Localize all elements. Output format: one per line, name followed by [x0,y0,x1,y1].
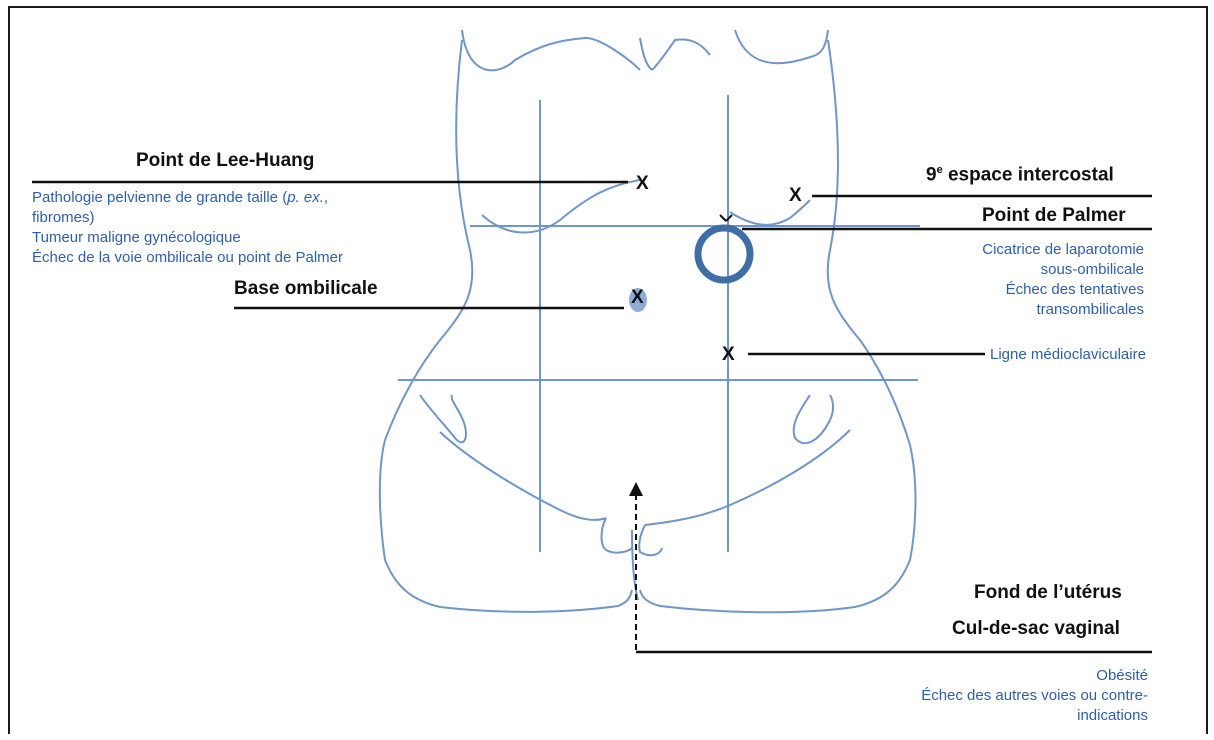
lee-huang-line-1-text: Pathologie pelvienne de grande taille ( [32,189,287,206]
right-shoulder-outline [735,30,828,63]
medioclav-x-marker: X [722,344,735,366]
palmer-line-4: transombilicales [982,300,1144,320]
palmer-point-ring [698,228,750,280]
intercostal-text: espace intercostal [943,164,1114,185]
arrow-head [629,482,643,496]
fond-uterus-label: Fond de l’utérus [974,582,1122,604]
cul-de-sac-label: Cul-de-sac vaginal [952,618,1120,640]
lee-huang-line-1-tail: , [324,189,328,206]
vaginal-line-2: Échec des autres voies ou contre- [921,686,1148,706]
torso-outline [380,30,920,612]
neck-right-outline [652,40,710,70]
lee-huang-line-1: Pathologie pelvienne de grande taille (p… [32,188,343,208]
lee-huang-line-2: fibromes) [32,208,343,228]
neck-left-outline [640,38,652,70]
right-torso-outline [640,40,915,612]
intercostal-label: 9e espace intercostal [926,164,1114,186]
lee-huang-label: Point de Lee-Huang [136,150,314,172]
lee-huang-line-3: Tumeur maligne gynécologique [32,228,343,248]
left-torso-outline [380,40,632,612]
palmer-line-2: sous-ombilicale [982,260,1144,280]
palmer-label: Point de Palmer [982,205,1126,227]
lee-huang-x-marker: X [636,173,649,195]
left-groin-line [440,432,606,520]
lee-huang-line-4: Échec de la voie ombilicale ou point de … [32,248,343,268]
base-ombilicale-x-marker: X [631,287,644,309]
vaginal-line-1: Obésité [921,666,1148,686]
pubic-right-contour [639,525,662,555]
pubic-left-contour [602,518,633,553]
right-groin-line [645,430,850,525]
right-hip-fold [794,395,833,443]
base-ombilicale-label: Base ombilicale [234,278,378,300]
palmer-x-tick-a [720,215,726,221]
lee-huang-line-1-italic: p. ex. [287,189,324,206]
palmer-line-1: Cicatrice de laparotomie [982,240,1144,260]
palmer-indications: Cicatrice de laparotomie sous-ombilicale… [982,240,1144,320]
intercostal-x-marker: X [789,185,802,207]
left-shoulder-outline [462,30,640,70]
palmer-line-3: Échec des tentatives [982,280,1144,300]
medioclav-label: Ligne médioclaviculaire [990,345,1146,365]
vaginal-line-3: indications [921,706,1148,726]
vaginal-indications: Obésité Échec des autres voies ou contre… [921,666,1148,726]
intercostal-number: 9 [926,164,937,185]
ribcage-left-arc [482,180,640,233]
lee-huang-indications: Pathologie pelvienne de grande taille (p… [32,188,343,268]
